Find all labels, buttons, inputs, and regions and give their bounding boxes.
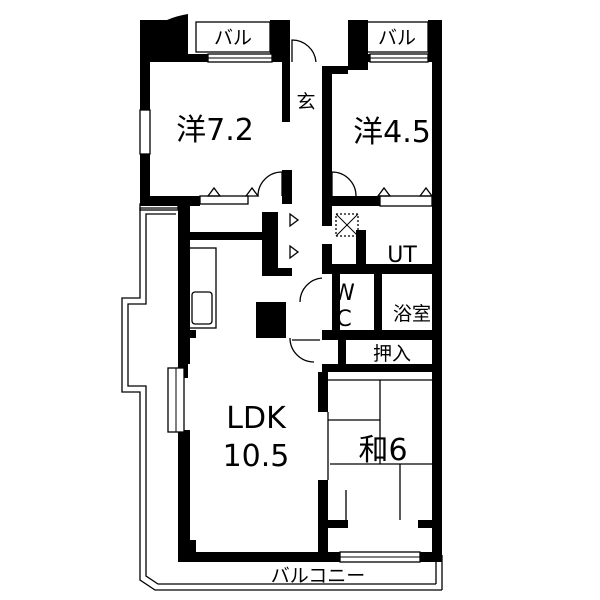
room-label-utility: UT: [387, 243, 417, 268]
room-label-entrance: 玄: [296, 91, 315, 113]
room-label-wc-c: C: [336, 307, 351, 332]
room-label-ldk: LDK: [226, 401, 287, 436]
windows: [139, 53, 433, 563]
balcony-outline: [121, 207, 443, 591]
fixtures: [139, 186, 434, 329]
doors: [257, 39, 357, 480]
room-label-wc-w: W: [333, 281, 355, 306]
room-label-japanese: 和6: [358, 433, 407, 468]
room-label-closet: 押入: [373, 343, 411, 365]
balcony-label-1: バル: [214, 27, 252, 49]
balcony-boxes: [195, 21, 429, 53]
room-label-western-1: 洋7.2: [176, 113, 254, 148]
balcony-label-2: バル: [378, 27, 416, 49]
tatami-mats: [328, 379, 432, 520]
walls: [140, 14, 442, 562]
room-label-ldk-size: 10.5: [223, 439, 290, 474]
balcony-label-south: バルコニー: [271, 565, 366, 587]
room-label-bath: 浴室: [393, 303, 431, 325]
room-label-western-2: 洋4.5: [353, 115, 431, 150]
